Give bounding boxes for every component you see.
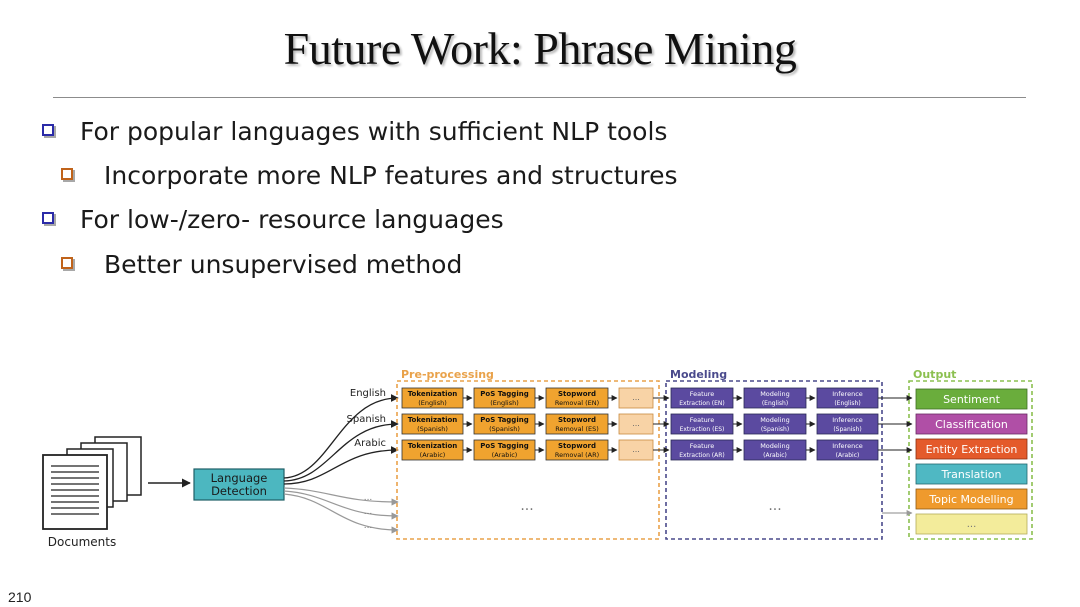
more-languages-ellipsis: ... xyxy=(364,493,373,503)
pos-tagging-sublabel: (Spanish) xyxy=(489,425,520,433)
output-entity-extraction-label: Entity Extraction xyxy=(926,443,1018,456)
stopword-sublabel: Removal (EN) xyxy=(555,399,599,407)
pos-tagging-sublabel: (English) xyxy=(490,399,519,407)
more-branch-arrow xyxy=(283,487,399,506)
output-list: Sentiment Classification Entity Extracti… xyxy=(915,388,1028,535)
modeling-step-label: Modeling xyxy=(760,442,790,450)
pos-tagging-sublabel: (Arabic) xyxy=(492,451,518,459)
stopword-sublabel: Removal (ES) xyxy=(555,425,599,433)
checkbox-bullet-icon xyxy=(61,257,73,269)
bullet-text: Incorporate more NLP features and struct… xyxy=(104,161,678,190)
tokenization-label: Tokenization xyxy=(408,390,458,398)
modeling-step-sublabel: (English) xyxy=(762,400,788,407)
output-topic-modelling xyxy=(915,488,1028,510)
modeling-step-sublabel: (Arabic) xyxy=(763,452,787,459)
modeling-label: Modeling xyxy=(670,368,727,381)
feature-label: Feature xyxy=(690,390,715,398)
bullet-text: For popular languages with sufficient NL… xyxy=(80,117,668,146)
language-label-english: English xyxy=(350,388,386,399)
pos-tagging-label: PoS Tagging xyxy=(480,390,528,398)
preprocessing-ellipsis: ... xyxy=(520,498,533,514)
language-detection-label-line1: Language xyxy=(211,471,268,485)
preprocessing-label: Pre-processing xyxy=(401,368,494,381)
inference-sublabel: (Arabic) xyxy=(836,452,860,459)
stopword-label: Stopword xyxy=(558,390,596,398)
output-more xyxy=(915,513,1028,535)
language-label-spanish: Spanish xyxy=(347,414,387,425)
output-section xyxy=(908,380,1033,540)
language-detection-box xyxy=(193,468,285,501)
checkbox-bullet-icon xyxy=(42,212,54,224)
modeling-step-sublabel: (Spanish) xyxy=(761,426,789,433)
feature-sublabel: Extraction (EN) xyxy=(679,400,725,407)
stopword-label: Stopword xyxy=(558,442,596,450)
feature-sublabel: Extraction (AR) xyxy=(679,452,725,459)
tokenization-label: Tokenization xyxy=(408,416,458,424)
inference-label: Inference xyxy=(832,442,863,450)
inference-sublabel: (English) xyxy=(834,400,860,407)
slide-title: Future Work: Phrase Mining xyxy=(283,23,797,74)
pos-tagging-label: PoS Tagging xyxy=(480,416,528,424)
output-translation xyxy=(915,463,1028,485)
more-branch-arrow xyxy=(283,490,399,520)
stopword-sublabel: Removal (AR) xyxy=(555,451,599,459)
checkbox-bullet-icon xyxy=(42,124,54,136)
tokenization-label: Tokenization xyxy=(408,442,458,450)
modeling-step-label: Modeling xyxy=(760,416,790,424)
bullet-text: Better unsupervised method xyxy=(104,250,463,279)
output-more-label: ... xyxy=(967,519,977,530)
feature-label: Feature xyxy=(690,442,715,450)
inference-label: Inference xyxy=(832,416,863,424)
spanish-branch-arrow xyxy=(283,420,399,482)
pipeline-row-arabic: Tokenization (Arabic) PoS Tagging (Arabi… xyxy=(401,439,913,461)
output-sentiment-label: Sentiment xyxy=(943,393,1001,406)
more-languages-ellipsis: ... xyxy=(364,507,373,517)
tokenization-sublabel: (Spanish) xyxy=(417,425,448,433)
checkbox-bullet-icon xyxy=(61,168,73,180)
output-classification-label: Classification xyxy=(935,418,1008,431)
output-label: Output xyxy=(913,368,956,381)
language-detection-label-line2: Detection xyxy=(211,484,267,498)
more-steps-ellipsis: ... xyxy=(632,393,640,402)
stopword-label: Stopword xyxy=(558,416,596,424)
modeling-section xyxy=(665,380,883,540)
modeling-step-label: Modeling xyxy=(760,390,790,398)
output-entity-extraction xyxy=(915,438,1028,460)
more-steps-ellipsis: ... xyxy=(632,419,640,428)
title-divider xyxy=(53,97,1026,98)
language-label-arabic: Arabic xyxy=(354,438,386,449)
inference-sublabel: (Spanish) xyxy=(833,426,861,433)
pipeline-row-spanish: Tokenization (Spanish) PoS Tagging (Span… xyxy=(401,413,913,435)
more-languages-ellipsis: ... xyxy=(364,521,373,531)
output-sentiment xyxy=(915,388,1028,410)
more-steps-ellipsis: ... xyxy=(632,445,640,454)
english-branch-arrow xyxy=(283,394,399,479)
tokenization-sublabel: (English) xyxy=(418,399,447,407)
modeling-ellipsis: ... xyxy=(768,498,781,514)
more-branch-arrow xyxy=(283,493,399,534)
feature-label: Feature xyxy=(690,416,715,424)
inference-label: Inference xyxy=(832,390,863,398)
bullet-text: For low-/zero- resource languages xyxy=(80,205,504,234)
documents-icon xyxy=(42,436,142,530)
pipeline-row-english: Tokenization (English) PoS Tagging (Engl… xyxy=(401,387,913,409)
output-topic-modelling-label: Topic Modelling xyxy=(928,493,1013,506)
output-classification xyxy=(915,413,1028,435)
page-number: 210 xyxy=(8,589,32,605)
output-translation-label: Translation xyxy=(941,468,1002,481)
pos-tagging-label: PoS Tagging xyxy=(480,442,528,450)
feature-sublabel: Extraction (ES) xyxy=(680,426,725,433)
tokenization-sublabel: (Arabic) xyxy=(420,451,446,459)
arabic-branch-arrow xyxy=(283,446,399,485)
documents-label: Documents xyxy=(48,535,116,549)
